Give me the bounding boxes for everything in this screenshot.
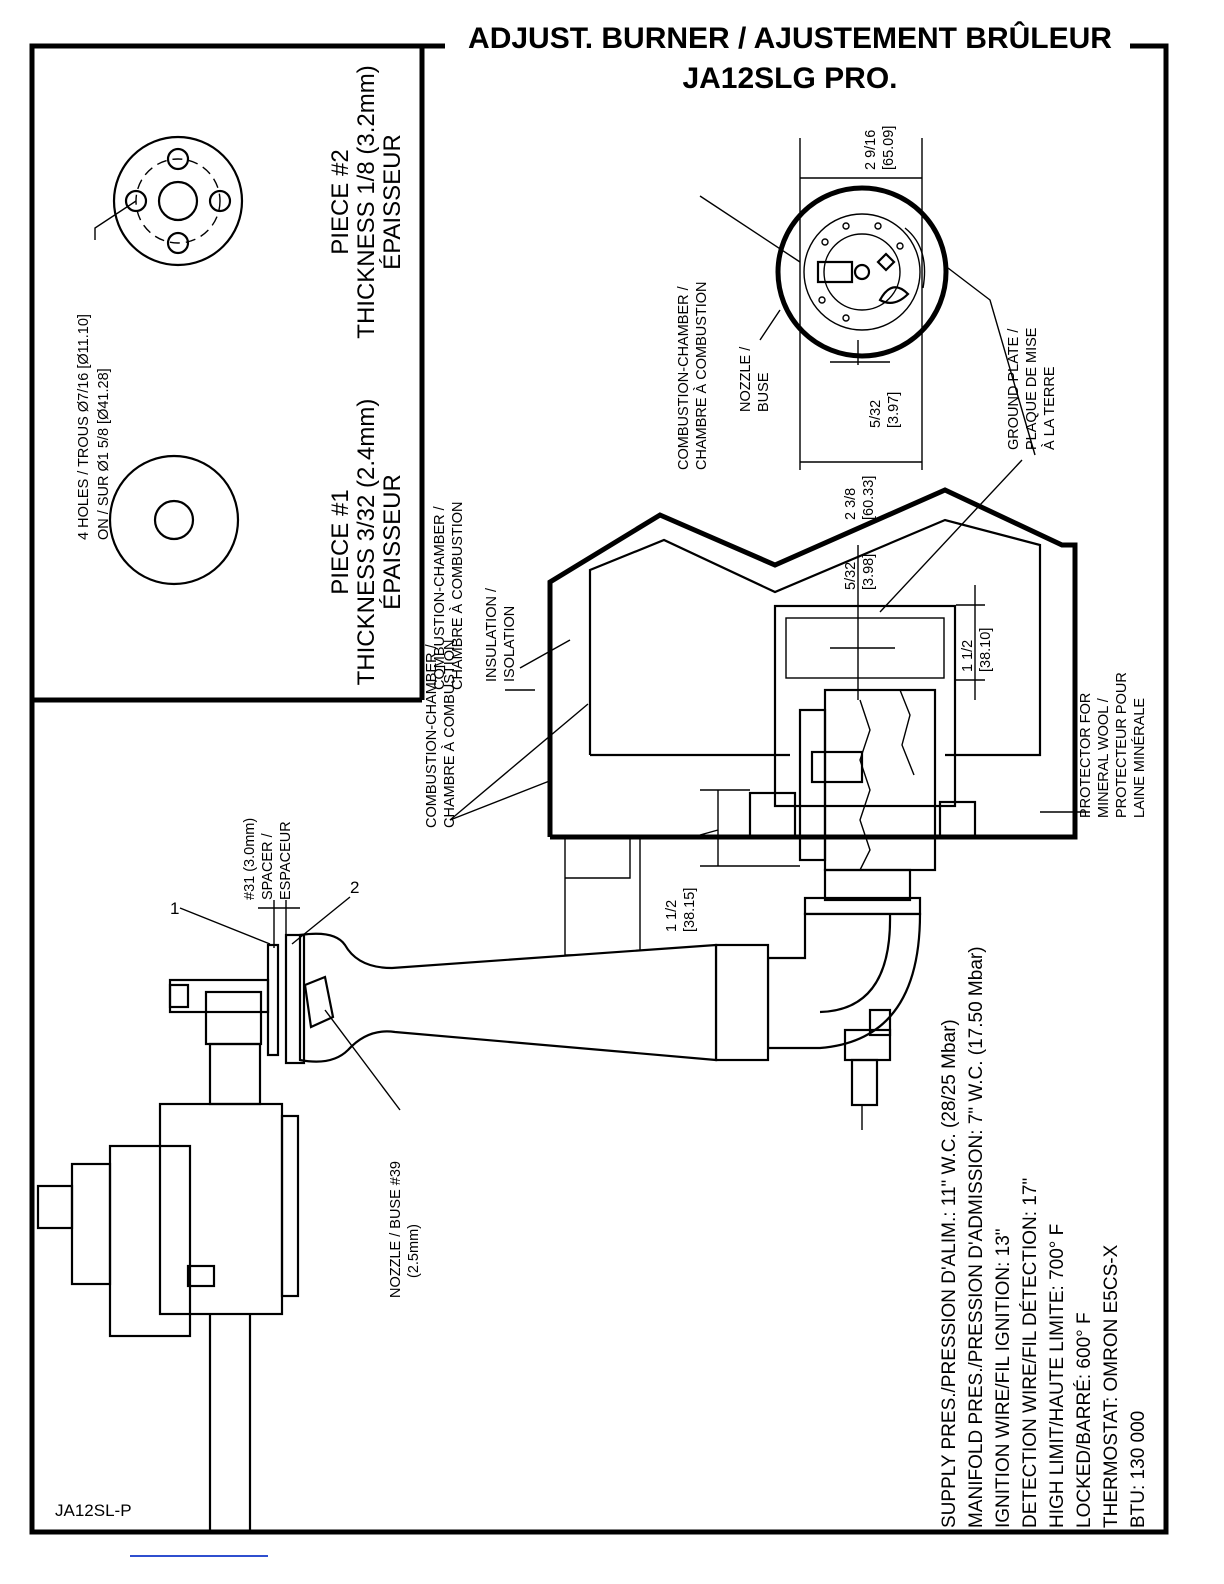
svg-text:ISOLATION: ISOLATION: [502, 606, 518, 682]
svg-text:GROUND PLATE /: GROUND PLATE /: [1006, 328, 1022, 450]
svg-text:COMBUSTION-CHAMBER /: COMBUSTION-CHAMBER /: [432, 505, 448, 690]
svg-text:ÉPAISSEUR: ÉPAISSEUR: [379, 474, 406, 610]
specifications-block: SUPPLY PRES./PRESSION D'ALIM.: 11" W.C. …: [939, 946, 1149, 1528]
piece-1-label: PIECE #1 THICKNESS 3/32 (2.4mm) ÉPAISSEU…: [327, 399, 406, 686]
svg-text:1 1/2: 1 1/2: [960, 640, 976, 672]
svg-text:BUSE: BUSE: [756, 372, 772, 412]
dim-offset-label: 5/32 [3.97]: [868, 392, 902, 428]
nozzle-size-label: NOZZLE / BUSE #39 (2.5mm): [388, 1161, 422, 1298]
holes-note: 4 HOLES / TROUS Ø7/16 [Ø11.10] ON / SUR …: [76, 314, 112, 540]
protector-label: PROTECTOR FOR MINERAL WOOL / PROTECTEUR …: [1078, 672, 1148, 818]
dim-bottom-label: 1 1/2 [38.15]: [664, 888, 698, 932]
combustion-label-outer: COMBUSTION-CHAMBER / CHAMBRE À COMBUSTIO…: [424, 639, 458, 828]
spec-thermostat: THERMOSTAT: OMRON E5CS-X: [1101, 1244, 1122, 1528]
svg-text:COMBUSTION-CHAMBER /: COMBUSTION-CHAMBER /: [676, 285, 692, 470]
svg-text:5/32: 5/32: [843, 562, 859, 590]
svg-text:[3.98]: [3.98]: [861, 554, 877, 590]
svg-text:CHAMBRE À COMBUSTION: CHAMBRE À COMBUSTION: [449, 501, 466, 690]
dim-width-label: 2 9/16 [65.09]: [863, 126, 897, 170]
svg-text:PIECE #2: PIECE #2: [327, 149, 354, 254]
svg-text:ÉPAISSEUR: ÉPAISSEUR: [379, 134, 406, 270]
svg-text:4 HOLES / TROUS Ø7/16 [Ø11.10]: 4 HOLES / TROUS Ø7/16 [Ø11.10]: [76, 314, 92, 540]
top-nozzle-label: NOZZLE / BUSE: [738, 346, 772, 412]
spec-supply: SUPPLY PRES./PRESSION D'ALIM.: 11" W.C. …: [939, 1019, 960, 1528]
burner-tube: [284, 868, 922, 1130]
svg-text:[65.09]: [65.09]: [881, 126, 897, 170]
svg-text:[38.10]: [38.10]: [978, 628, 994, 672]
combustion-label-inner: COMBUSTION-CHAMBER / CHAMBRE À COMBUSTIO…: [432, 501, 466, 690]
spec-btu: BTU: 130 000: [1128, 1411, 1149, 1528]
callout-2: 2: [350, 878, 359, 897]
svg-text:THICKNESS 1/8 (3.2mm): THICKNESS 1/8 (3.2mm): [353, 65, 380, 338]
gas-valve: [36, 943, 300, 1530]
burner-callouts: [179, 896, 401, 1111]
piece-2-ring: [94, 135, 244, 267]
svg-text:2 3/8: 2 3/8: [843, 488, 859, 520]
svg-text:LAINE MINÉRALE: LAINE MINÉRALE: [1131, 698, 1148, 818]
piece-2-label: PIECE #2 THICKNESS 1/8 (3.2mm) ÉPAISSEUR: [327, 65, 406, 338]
chamber-section: [547, 487, 1078, 956]
svg-text:INSULATION /: INSULATION /: [484, 587, 500, 682]
svg-text:PIECE #1: PIECE #1: [327, 489, 354, 594]
svg-text:PLAQUE DE MISE: PLAQUE DE MISE: [1024, 327, 1040, 450]
svg-text:2 9/16: 2 9/16: [863, 130, 879, 170]
svg-text:CHAMBRE À COMBUSTION: CHAMBRE À COMBUSTION: [441, 639, 458, 828]
svg-text:[3.97]: [3.97]: [886, 392, 902, 428]
svg-text:PROTECTOR FOR: PROTECTOR FOR: [1078, 693, 1094, 818]
svg-text:(2.5mm): (2.5mm): [406, 1224, 422, 1278]
svg-text:NOZZLE / BUSE #39: NOZZLE / BUSE #39: [388, 1161, 404, 1298]
svg-text:À LA TERRE: À LA TERRE: [1041, 366, 1058, 450]
top-view-dimensions: [699, 138, 1036, 470]
spec-manifold: MANIFOLD PRES./PRESSION D'ADMISSION: 7" …: [966, 946, 987, 1528]
spec-ignition: IGNITION WIRE/FIL IGNITION: 13": [993, 1228, 1014, 1528]
ground-plate-label: GROUND PLATE / PLAQUE DE MISE À LA TERRE: [1006, 327, 1058, 450]
insulation-label: INSULATION / ISOLATION: [484, 587, 518, 682]
section-dimensions: [449, 459, 1090, 867]
svg-text:COMBUSTION-CHAMBER /: COMBUSTION-CHAMBER /: [424, 643, 440, 828]
svg-text:MINERAL WOOL /: MINERAL WOOL /: [1096, 697, 1112, 818]
spacer-label: #31 (3.0mm) SPACER / ESPACEUR: [242, 818, 294, 900]
svg-text:5/32: 5/32: [868, 400, 884, 428]
spec-detection: DETECTION WIRE/FIL DÉTECTION: 17": [1020, 1178, 1041, 1528]
svg-text:SPACER /: SPACER /: [260, 832, 276, 900]
dim-gap-label: 5/32 [3.98]: [843, 554, 877, 590]
svg-text:[60.33]: [60.33]: [861, 476, 877, 520]
drawing-code: JA12SL-P: [55, 1501, 132, 1520]
title-line-2: JA12SLG PRO.: [682, 62, 897, 95]
svg-text:THICKNESS 3/32 (2.4mm): THICKNESS 3/32 (2.4mm): [353, 399, 380, 686]
top-combustion-label: COMBUSTION-CHAMBER / CHAMBRE À COMBUSTIO…: [676, 281, 710, 470]
spec-high-limit: HIGH LIMIT/HAUTE LIMITE: 700° F: [1047, 1224, 1068, 1528]
svg-text:PROTECTEUR POUR: PROTECTEUR POUR: [1114, 672, 1130, 818]
spec-locked: LOCKED/BARRÉ: 600° F: [1074, 1312, 1095, 1528]
svg-text:ESPACEUR: ESPACEUR: [278, 821, 294, 900]
title-line-1: ADJUST. BURNER / AJUSTEMENT BRÛLEUR: [468, 21, 1112, 55]
svg-text:1 1/2: 1 1/2: [664, 900, 680, 932]
dim-height-label: 2 3/8 [60.33]: [843, 476, 877, 520]
drawing-frame: [29, 43, 1169, 1535]
svg-text:NOZZLE /: NOZZLE /: [738, 346, 754, 412]
dim-top-label: 1 1/2 [38.10]: [960, 628, 994, 672]
top-view-chamber: [775, 185, 949, 359]
svg-text:[38.15]: [38.15]: [682, 888, 698, 932]
svg-text:CHAMBRE À COMBUSTION: CHAMBRE À COMBUSTION: [693, 281, 710, 470]
callout-1: 1: [170, 899, 179, 918]
piece-1-ring: [108, 454, 240, 586]
svg-text:ON / SUR Ø1 5/8 [Ø41.28]: ON / SUR Ø1 5/8 [Ø41.28]: [96, 368, 112, 540]
svg-text:#31 (3.0mm): #31 (3.0mm): [242, 818, 258, 900]
